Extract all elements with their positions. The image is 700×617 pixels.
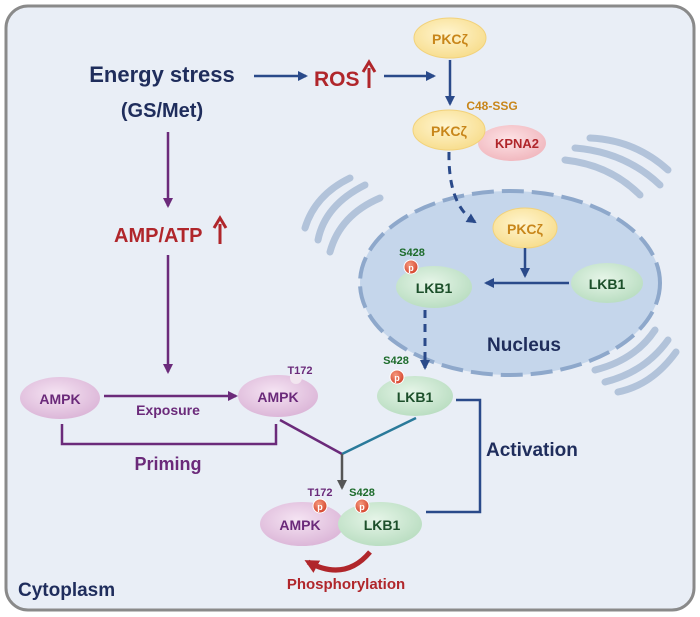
c48-ssg-label: C48-SSG — [466, 99, 517, 113]
phosphorylation-label: Phosphorylation — [287, 576, 405, 593]
phospho-t172-complex-p: p — [317, 502, 323, 512]
lkb1-nuclear-right-label: LKB1 — [589, 276, 626, 292]
ampk-exposed-node — [238, 375, 318, 417]
pkc-nuclear-label: PKCζ — [507, 221, 544, 237]
kpna2-label: KPNA2 — [495, 136, 539, 151]
lkb1-cytoplasm-label: LKB1 — [397, 389, 434, 405]
lkb1-convergence-line — [341, 416, 417, 456]
lkb1-nuclear-right-node — [571, 263, 643, 303]
lkb1-complex-label: LKB1 — [364, 517, 401, 533]
lkb1-cytoplasm-node — [377, 376, 453, 416]
pkc-kpna2-node — [412, 109, 486, 151]
phospho-s428-cytoplasm-p: p — [394, 373, 400, 383]
phospho-s428-cytoplasm-icon — [389, 369, 405, 385]
phospho-s428-complex-icon — [354, 498, 370, 514]
t172-site-icon — [290, 372, 302, 384]
activation-label: Activation — [486, 440, 578, 461]
amp-atp-up-arrow-icon — [212, 215, 228, 244]
endoplasmic-reticulum — [301, 134, 680, 396]
phospho-t172-complex-icon — [312, 498, 328, 514]
nucleus-label: Nucleus — [487, 335, 561, 356]
ros-up-arrow-icon — [361, 59, 377, 88]
t172-complex-label: T172 — [307, 487, 332, 499]
pkc-top-node — [413, 17, 487, 59]
lkb1-complex-node — [338, 502, 422, 546]
ampk-exposed-label: AMPK — [257, 389, 298, 405]
amp-atp-label: AMP/ATP — [114, 225, 203, 247]
priming-label: Priming — [134, 454, 201, 474]
priming-bracket — [60, 424, 278, 446]
ampk-left-label: AMPK — [39, 391, 80, 407]
gs-met-label: (GS/Met) — [121, 100, 203, 122]
pkc-top-label: PKCζ — [432, 31, 469, 47]
ampk-complex-node — [260, 502, 344, 546]
phospho-s428-complex-p: p — [359, 502, 365, 512]
s428-cytoplasm-label: S428 — [383, 355, 409, 367]
activation-bracket — [426, 398, 482, 514]
ampk-left-node — [20, 377, 100, 419]
arrow-pkc-nuclear-import — [447, 151, 477, 224]
s428-complex-label: S428 — [349, 487, 375, 499]
energy-stress-label: Energy stress — [89, 62, 235, 87]
s428-nuclear-label: S428 — [399, 247, 425, 259]
cytoplasm-label: Cytoplasm — [18, 580, 115, 601]
phospho-s428-nuclear-icon — [403, 259, 419, 275]
pkc-kpna2-label: PKCζ — [431, 123, 468, 139]
kpna2-node — [478, 125, 546, 161]
lkb1-nuclear-phospho-node — [396, 266, 472, 308]
ampk-convergence-line — [279, 418, 343, 456]
lkb1-nuclear-phospho-label: LKB1 — [416, 280, 453, 296]
ros-label: ROS — [314, 68, 360, 91]
ampk-complex-label: AMPK — [279, 517, 320, 533]
phosphorylation-arrow — [304, 550, 372, 573]
exposure-label: Exposure — [136, 402, 200, 418]
t172-exposed-label: T172 — [287, 365, 312, 377]
phospho-s428-nuclear-p: p — [408, 263, 414, 273]
